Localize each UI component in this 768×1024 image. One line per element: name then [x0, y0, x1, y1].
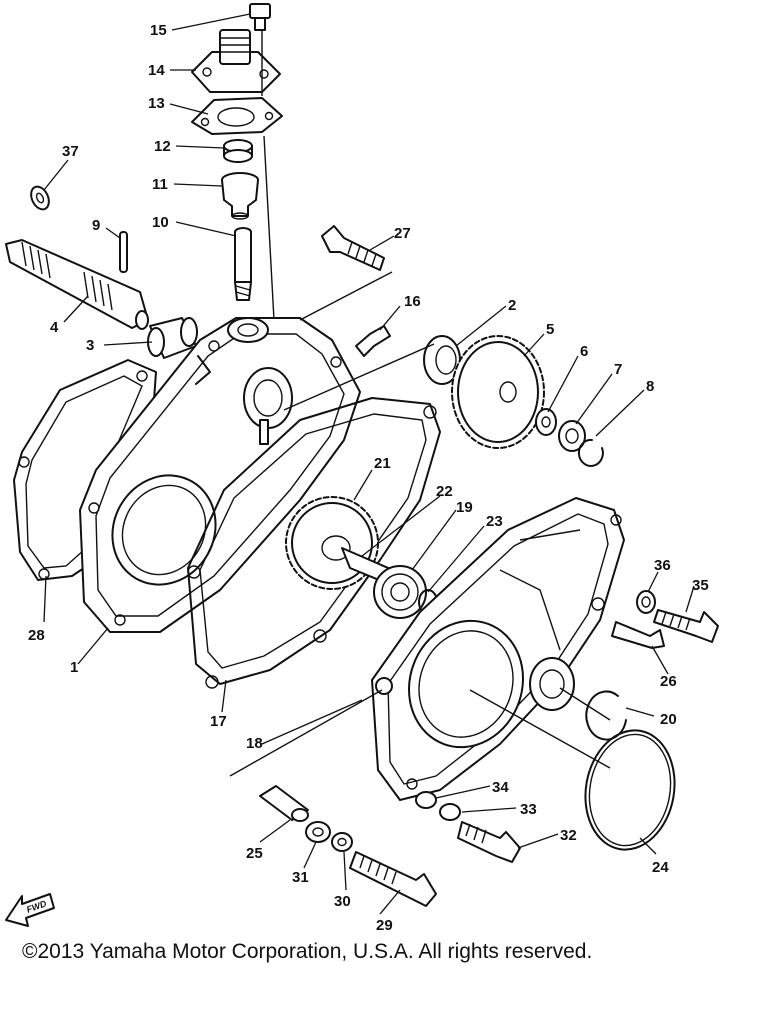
part-gear-21 [285, 496, 409, 593]
callout-16: 16 [404, 293, 421, 310]
callout-10: 10 [152, 214, 169, 231]
callout-3: 3 [86, 337, 94, 354]
callout-32: 32 [560, 827, 577, 844]
leader-lines [43, 13, 695, 915]
callout-13: 13 [148, 95, 165, 112]
callout-12: 12 [154, 138, 171, 155]
part-washer-7 [558, 420, 586, 452]
callout-25: 25 [246, 845, 263, 862]
callout-36: 36 [654, 557, 671, 574]
callout-21: 21 [374, 455, 391, 472]
part-case-cover-1 [79, 317, 361, 633]
part-clip-8 [577, 438, 604, 467]
callout-28: 28 [28, 627, 45, 644]
callout-1: 1 [70, 659, 78, 676]
callout-6: 6 [580, 343, 588, 360]
part-bolt-27 [321, 225, 385, 271]
callout-34: 34 [492, 779, 509, 796]
callout-22: 22 [436, 483, 453, 500]
part-pin-9 [119, 231, 128, 273]
part-washer-36 [636, 590, 656, 614]
callout-26: 26 [660, 673, 677, 690]
callout-23: 23 [486, 513, 503, 530]
part-bearing-2 [423, 335, 461, 385]
part-bolt-16 [355, 325, 391, 357]
part-collar-25 [259, 785, 309, 822]
callout-15: 15 [150, 22, 167, 39]
callout-37: 37 [62, 143, 79, 160]
part-washer-31 [305, 821, 331, 843]
part-washer-34 [415, 791, 437, 809]
callout-11: 11 [152, 176, 168, 193]
part-driven-gear-10 [234, 227, 252, 301]
callout-33: 33 [520, 801, 537, 818]
part-washer-6 [535, 408, 557, 436]
part-bolt-35 [653, 609, 719, 643]
callout-35: 35 [692, 577, 709, 594]
callout-9: 9 [92, 217, 100, 234]
part-bushing-11 [221, 172, 259, 220]
callout-17: 17 [210, 713, 227, 730]
part-gasket-13 [191, 97, 283, 135]
callout-5: 5 [546, 321, 554, 338]
callout-20: 20 [660, 711, 677, 728]
callout-14: 14 [148, 62, 165, 79]
callout-8: 8 [646, 378, 654, 395]
callout-4: 4 [50, 319, 59, 336]
part-bolt-32 [457, 821, 521, 863]
callout-30: 30 [334, 893, 351, 910]
callout-27: 27 [394, 225, 411, 242]
part-housing-14 [191, 29, 281, 93]
part-washer-37 [30, 185, 50, 211]
fwd-arrow-icon: FWD [5, 893, 55, 927]
part-bolt-29 [349, 851, 437, 907]
part-o-ring-24 [584, 729, 676, 851]
part-circlip-20 [585, 690, 627, 741]
part-bolt-26 [611, 621, 665, 649]
callout-31: 31 [292, 869, 309, 886]
callout-2: 2 [508, 297, 516, 314]
exploded-parts-diagram: FWD [5, 3, 719, 934]
callout-19: 19 [456, 499, 473, 516]
part-washer-33 [439, 803, 461, 821]
callout-24: 24 [652, 859, 669, 876]
part-shaft-4 [5, 239, 149, 330]
part-gear-5 [451, 335, 545, 449]
callout-labels: 15 14 13 12 11 10 9 4 3 37 27 16 2 5 6 7… [28, 22, 709, 934]
part-bushing-3 [147, 317, 198, 359]
callout-18: 18 [246, 735, 263, 752]
part-cover-18 [371, 497, 625, 801]
callout-29: 29 [376, 917, 393, 934]
part-washer-30 [331, 832, 353, 852]
callout-7: 7 [614, 361, 622, 378]
copyright-notice: ©2013 Yamaha Motor Corporation, U.S.A. A… [22, 940, 593, 963]
part-gasket-17 [187, 397, 441, 689]
part-bolt-15 [249, 3, 271, 31]
part-bearing-19 [373, 565, 427, 619]
part-seal-12 [223, 139, 253, 163]
